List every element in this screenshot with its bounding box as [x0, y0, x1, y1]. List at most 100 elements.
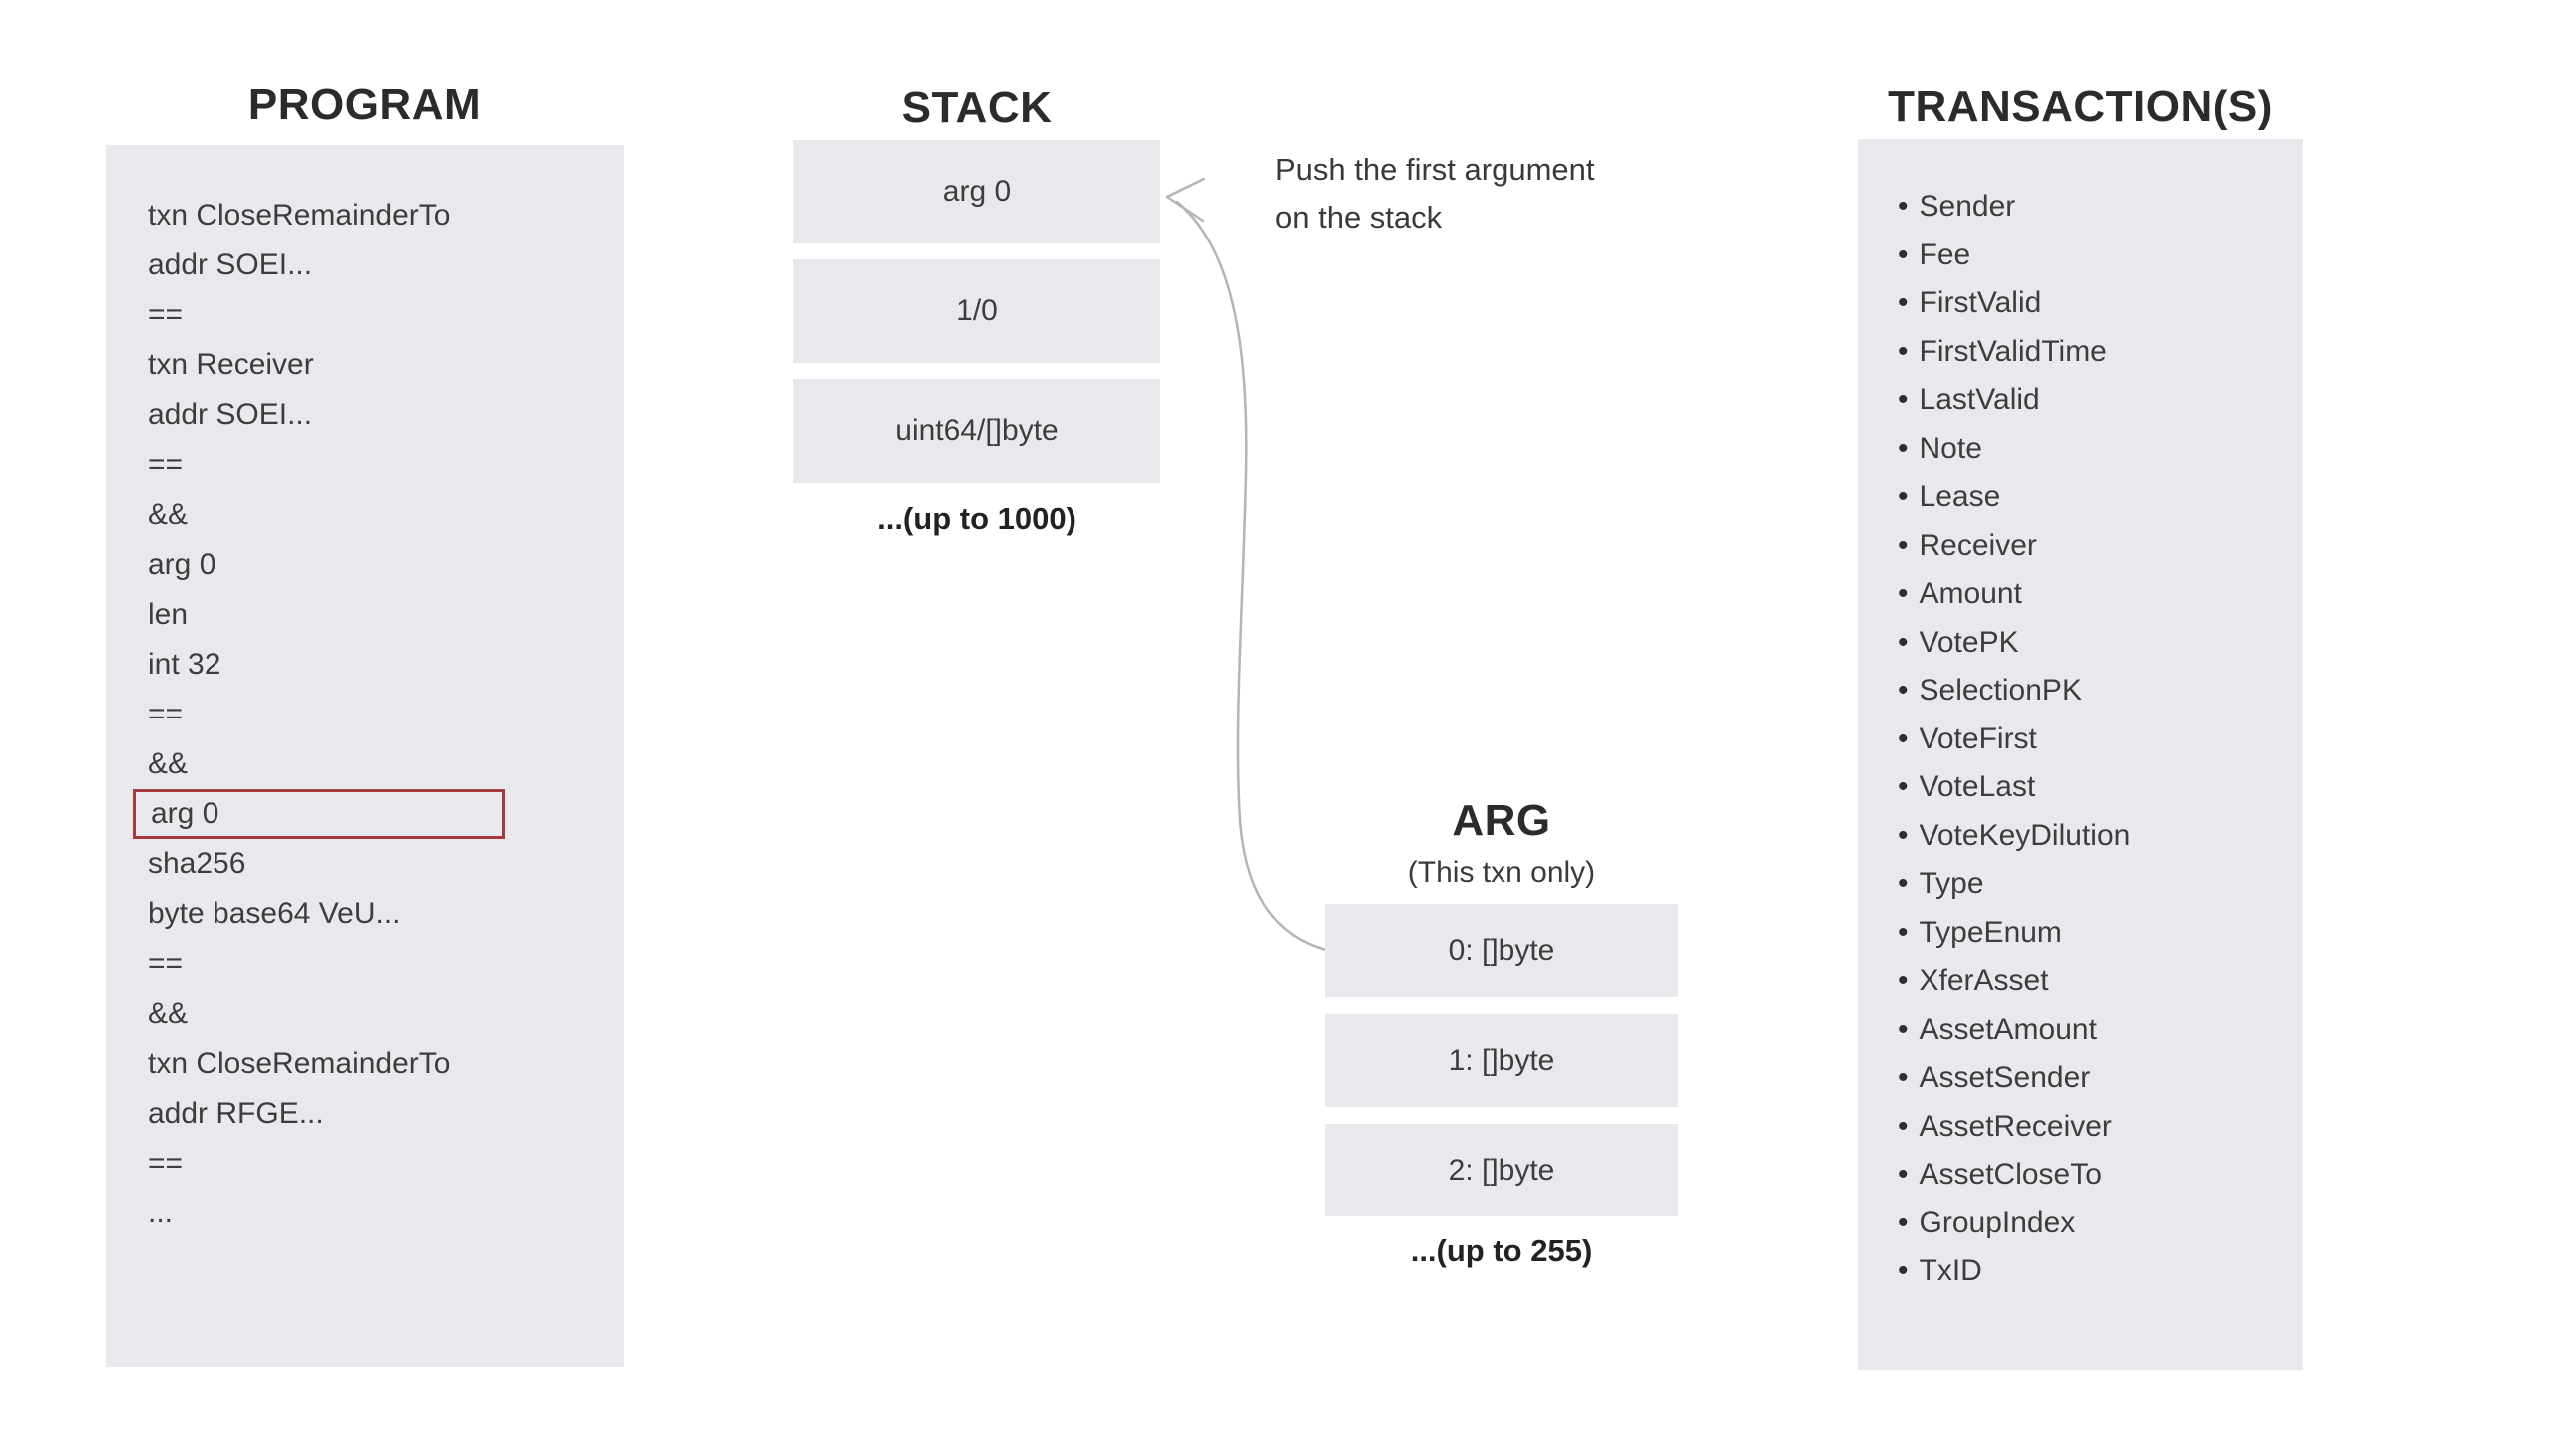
bullet-icon: •: [1898, 1061, 1909, 1095]
program-panel: txn CloseRemainderTo addr SOEI... == txn Re…: [106, 145, 624, 1367]
bullet-icon: •: [1898, 480, 1909, 514]
transaction-field-label: VoteFirst: [1919, 721, 2037, 755]
transaction-field: • FirstValidTime: [1858, 328, 2303, 377]
bullet-icon: •: [1898, 674, 1909, 708]
program-line: addr SOEI...: [148, 398, 313, 431]
transaction-field: •AssetAmount: [1858, 1006, 2303, 1055]
arg-title: ARG: [1452, 796, 1551, 845]
bullet-icon: •: [1898, 867, 1909, 901]
bullet-icon: •: [1898, 770, 1909, 804]
program-line: txn CloseRemainderTo: [148, 1047, 451, 1080]
annotation-text: Push the first argument on the stack: [1275, 146, 1595, 241]
bullet-icon: •: [1898, 577, 1909, 611]
program-title: PROGRAM: [247, 80, 482, 129]
transactions-title: TRANSACTION(S): [1888, 82, 2273, 131]
transaction-field-label: SelectionPK: [1919, 674, 2082, 708]
program-line: addr SOEI...: [148, 248, 313, 281]
bullet-icon: •: [1898, 1254, 1909, 1288]
transaction-field-label: AssetCloseTo: [1919, 1158, 2102, 1192]
bullet-icon: •: [1898, 431, 1909, 465]
program-line: ==: [148, 298, 184, 331]
transaction-field: • VotePK: [1858, 619, 2303, 668]
program-line: &&: [148, 997, 189, 1030]
bullet-icon: •: [1898, 286, 1909, 320]
stack-box: 1/0: [793, 259, 1160, 363]
program-line: arg 0: [148, 548, 216, 581]
bullet-icon: •: [1898, 818, 1909, 852]
arg-section: ARG (This txn only) 0: []byte 1: []byte 2:…: [1325, 796, 1678, 1269]
program-line: ...: [148, 1196, 174, 1229]
bullet-icon: •: [1898, 721, 1909, 755]
program-line: byte base64 VeU...: [148, 897, 401, 930]
transaction-field-label: FirstValid: [1919, 286, 2042, 320]
bullet-icon: •: [1898, 334, 1909, 368]
annotation-line-1: Push the first argument: [1275, 152, 1595, 187]
arrow-curve: [1175, 200, 1328, 952]
transaction-field-label: GroupIndex: [1919, 1205, 2076, 1239]
transaction-field: • Type: [1858, 860, 2303, 909]
bullet-icon: •: [1898, 238, 1909, 271]
arg-subtitle: (This txn only): [1407, 856, 1596, 889]
transaction-field: • Amount: [1858, 570, 2303, 619]
arg-capacity-note: ...(up to 255): [1410, 1233, 1593, 1268]
bullet-icon: •: [1898, 625, 1909, 659]
program-line: txn CloseRemainderTo: [148, 199, 451, 232]
transaction-field-label: Amount: [1919, 577, 2022, 611]
arg-box: 1: []byte: [1325, 1014, 1678, 1107]
program-line: &&: [148, 747, 189, 780]
program-line: int 32: [148, 648, 221, 681]
stack-box: uint64/[]byte: [793, 379, 1160, 483]
transaction-field-label: VotePK: [1919, 625, 2019, 659]
transaction-field: • TypeEnum: [1858, 909, 2303, 958]
program-line: ==: [148, 1147, 184, 1180]
bullet-icon: •: [1898, 915, 1909, 949]
bullet-icon: •: [1898, 964, 1909, 998]
transaction-field-label: Sender: [1919, 190, 2016, 224]
transaction-field-label: FirstValidTime: [1919, 334, 2107, 368]
program-line: sha256: [148, 847, 246, 880]
bullet-icon: •: [1898, 528, 1909, 562]
program-line-list: txn CloseRemainderTo addr SOEI... == txn Re…: [106, 191, 624, 1238]
program-line: &&: [148, 498, 189, 531]
transaction-field-label: LastValid: [1919, 383, 2040, 417]
transaction-field-label: VoteKeyDilution: [1919, 818, 2131, 852]
program-line: ==: [148, 448, 184, 481]
transaction-field: • AssetSender: [1858, 1054, 2303, 1103]
transaction-field: • XferAsset: [1858, 957, 2303, 1006]
arg-box-list: 0: []byte 1: []byte 2: []byte: [1325, 904, 1678, 1216]
transaction-field: •Sender: [1858, 183, 2303, 232]
transaction-field-label: Receiver: [1919, 528, 2037, 562]
transaction-field-label: XferAsset: [1919, 964, 2049, 998]
transaction-field: • AssetCloseTo: [1858, 1151, 2303, 1199]
transaction-field-label: TypeEnum: [1919, 915, 2062, 949]
annotation-line-2: on the stack: [1275, 200, 1443, 235]
transaction-field: • SelectionPK: [1858, 667, 2303, 716]
program-line: txn Receiver: [148, 348, 314, 381]
transaction-field-label: AssetReceiver: [1919, 1109, 2112, 1143]
transaction-field: •Fee: [1858, 232, 2303, 280]
transaction-field-label: AssetSender: [1919, 1061, 2091, 1095]
program-line: len: [148, 598, 189, 631]
transaction-field: •Note: [1858, 425, 2303, 474]
bullet-icon: •: [1898, 1158, 1909, 1192]
bullet-icon: •: [1898, 1109, 1909, 1143]
transaction-field-label: Type: [1919, 867, 1984, 901]
bullet-icon: •: [1898, 383, 1909, 417]
transaction-field: • VoteLast: [1858, 763, 2303, 812]
stack-capacity-note: ...(up to 1000): [877, 501, 1076, 536]
transaction-field: • VoteKeyDilution: [1858, 812, 2303, 861]
arrowhead: [1165, 177, 1206, 223]
transaction-field: •TxID: [1858, 1247, 2303, 1296]
arg-box: 2: []byte: [1325, 1124, 1678, 1216]
transaction-field-label: VoteLast: [1919, 770, 2036, 804]
transaction-field: • GroupIndex: [1858, 1199, 2303, 1248]
transaction-field: • VoteFirst: [1858, 716, 2303, 764]
program-line-highlighted: arg 0: [133, 789, 505, 839]
bullet-icon: •: [1898, 1205, 1909, 1239]
transaction-field-list: •Sender•Fee•FirstValid•FirstValidTime•La…: [1858, 183, 2303, 1296]
transaction-field: • Receiver: [1858, 522, 2303, 571]
arg-box: 0: []byte: [1325, 904, 1678, 997]
stack-title: STACK: [901, 83, 1053, 132]
